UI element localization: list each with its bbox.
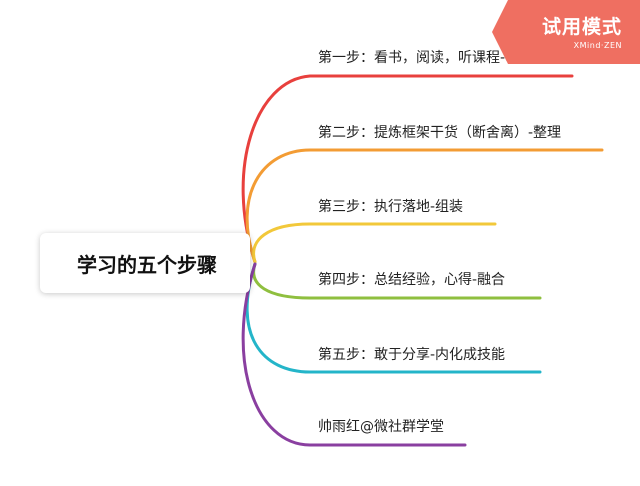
branch-2-label[interactable]: 第二步：提炼框架干货（断舍离）-整理	[318, 125, 562, 141]
branch-5-label[interactable]: 第五步：敢于分享-内化成技能	[318, 347, 506, 363]
branch-1-label[interactable]: 第一步：看书，阅读，听课程-收集	[318, 50, 534, 66]
central-topic[interactable]: 学习的五个步骤	[40, 233, 250, 293]
branch-4-label[interactable]: 第四步：总结经验，心得-融合	[318, 272, 506, 288]
xmind-logo: XMind·ZEN	[573, 41, 622, 50]
trial-mode-badge[interactable]: 试用模式 XMind·ZEN	[492, 0, 640, 64]
branch-3-label[interactable]: 第三步：执行落地-组装	[318, 199, 464, 215]
trial-mode-title: 试用模式	[541, 16, 622, 38]
branch-3-line	[252, 222, 497, 264]
branch-6-line	[241, 262, 467, 447]
branch-6-label[interactable]: 帅雨红@微社群学堂	[318, 419, 444, 435]
branch-1-line	[241, 74, 574, 264]
